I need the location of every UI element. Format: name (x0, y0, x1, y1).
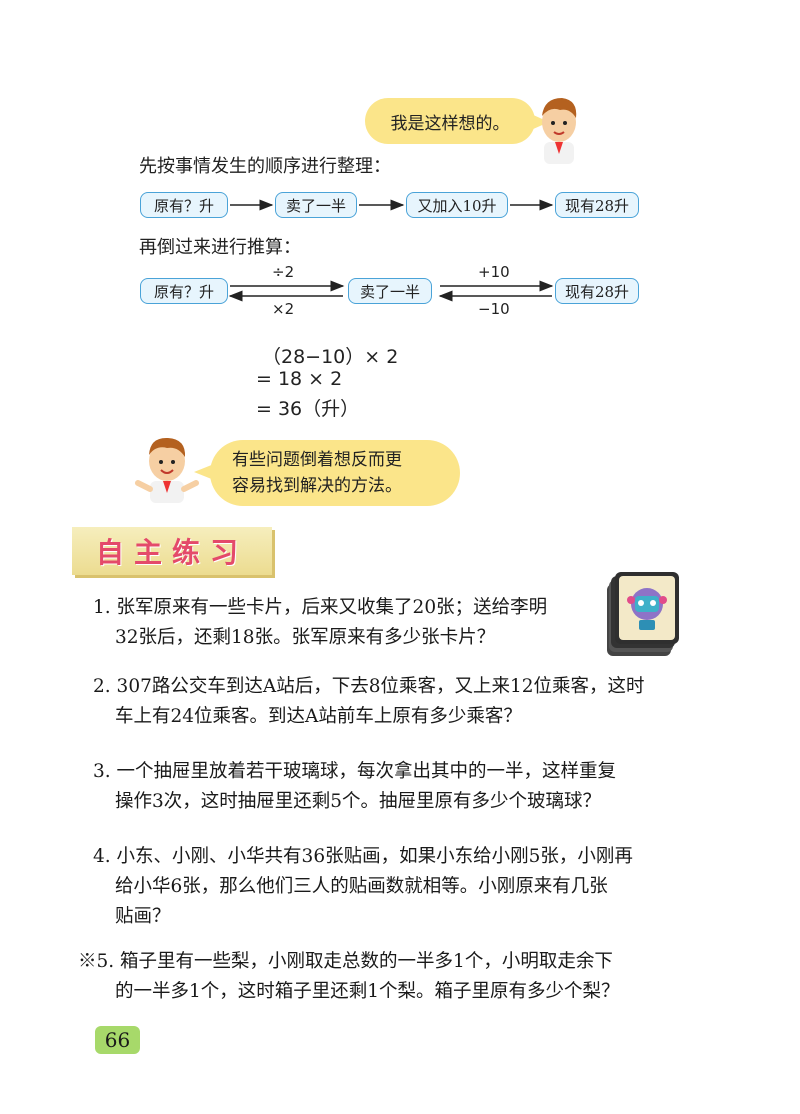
op-minus-10: −10 (478, 300, 510, 318)
question-4-line-2: 给小华6张，那么他们三人的贴画数就相等。小刚原来有几张 (115, 876, 608, 897)
question-3-line-1: 一个抽屉里放着若干玻璃球，每次拿出其中的一半，这样重复 (116, 761, 617, 782)
flow1-box-sold-half: 卖了一半 (275, 192, 357, 218)
section-title-text: 自主练习 (95, 536, 248, 569)
question-2-line-1: 307路公交车到达A站后，下去8位乘客，又上来12位乘客，这时 (116, 676, 645, 697)
card-deck-illustration (607, 572, 679, 656)
flow2-box-sold-half: 卖了一半 (348, 278, 432, 304)
op-plus-10: +10 (478, 263, 510, 281)
question-5-line-2: 的一半多1个，这时箱子里还剩1个梨。箱子里原有多少个梨？ (115, 981, 620, 1002)
flow2-box-now-28: 现有28升 (555, 278, 639, 304)
question-2-number: 2. (93, 676, 111, 697)
calc-line-2: = 18 × 2 (256, 368, 343, 390)
calc-line-1: （28−10）× 2 (262, 346, 399, 368)
flow-arrows (228, 199, 554, 302)
question-2: 2. 307路公交车到达A站后，下去8位乘客，又上来12位乘客，这时 车上有24… (93, 672, 713, 732)
question-1-number: 1. (93, 597, 111, 618)
flow1-box-add-10: 又加入10升 (406, 192, 508, 218)
question-1: 1. 张军原来有一些卡片，后来又收集了20张；送给李明 32张后，还剩18张。张… (93, 593, 603, 653)
question-1-line-2: 32张后，还剩18张。张军原来有多少张卡片？ (115, 627, 496, 648)
question-4-line-3: 贴画？ (115, 906, 171, 927)
question-1-line-1: 张军原来有一些卡片，后来又收集了20张；送给李明 (116, 597, 548, 618)
op-times-2: ×2 (272, 300, 295, 318)
thought-bubble-top: 我是这样想的。 (365, 98, 549, 144)
question-5: ※5. 箱子里有一些梨，小刚取走总数的一半多1个，小明取走余下 的一半多1个，这… (78, 947, 718, 1007)
boy-illustration-bottom (135, 437, 199, 503)
question-3-number: 3. (93, 761, 111, 782)
question-4-line-1: 小东、小刚、小华共有36张贴画，如果小东给小刚5张，小刚再 (116, 846, 633, 867)
flow1-box-original: 原有？升 (140, 192, 228, 218)
question-5-line-1: 箱子里有一些梨，小刚取走总数的一半多1个，小明取走余下 (120, 951, 613, 972)
thought-bubble-bottom-line-1: 有些问题倒着想反而更 (232, 450, 402, 470)
question-2-line-2: 车上有24位乘客。到达A站前车上原有多少乘客？ (115, 706, 522, 727)
question-4-number: 4. (93, 846, 111, 867)
question-3: 3. 一个抽屉里放着若干玻璃球，每次拿出其中的一半，这样重复 操作3次，这时抽屉… (93, 757, 713, 817)
op-divide-2: ÷2 (272, 263, 295, 281)
calc-line-3: = 36（升） (256, 398, 360, 420)
step1-heading: 先按事情发生的顺序进行整理： (139, 156, 391, 177)
thought-bubble-bottom: 有些问题倒着想反而更 容易找到解决的方法。 (194, 440, 460, 506)
question-5-number: ※5. (78, 951, 115, 972)
thought-bubble-bottom-line-2: 容易找到解决的方法。 (232, 476, 402, 496)
question-4: 4. 小东、小刚、小华共有36张贴画，如果小东给小刚5张，小刚再 给小华6张，那… (93, 842, 713, 932)
step2-heading: 再倒过来进行推算： (139, 237, 301, 258)
flow2-box-original: 原有？升 (140, 278, 228, 304)
page-number: 66 (95, 1026, 140, 1054)
section-title-practice: 自主练习 (72, 527, 272, 575)
thought-bubble-top-text: 我是这样想的。 (390, 113, 510, 134)
boy-illustration-top (542, 98, 577, 164)
question-3-line-2: 操作3次，这时抽屉里还剩5个。抽屉里原有多少个玻璃球？ (115, 791, 602, 812)
flow1-box-now-28: 现有28升 (555, 192, 639, 218)
